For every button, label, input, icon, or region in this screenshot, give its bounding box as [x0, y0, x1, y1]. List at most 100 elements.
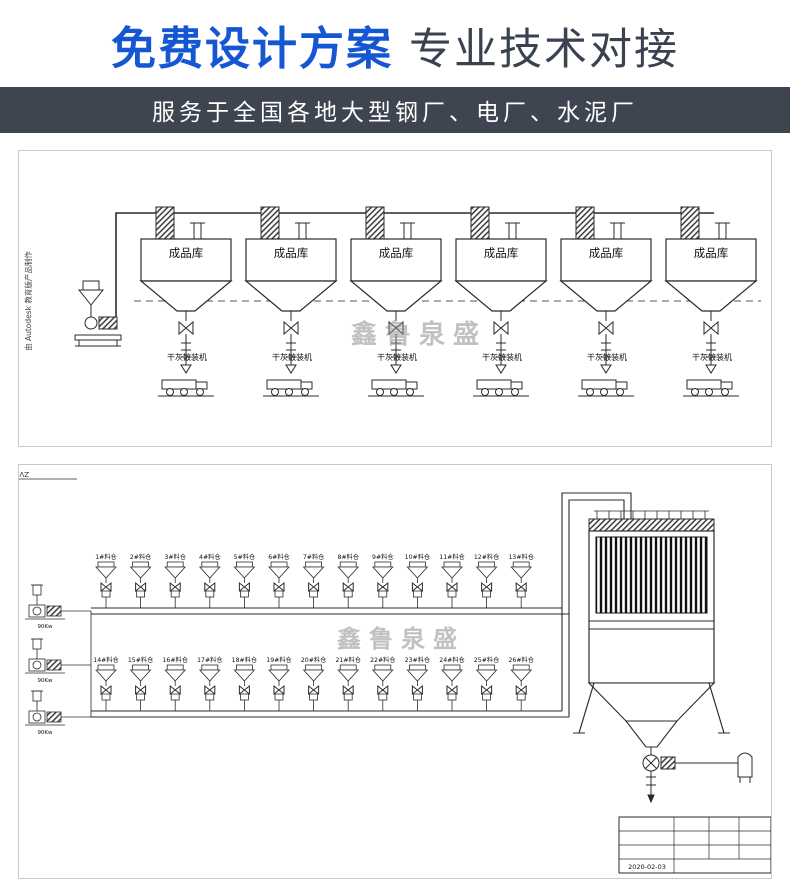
bin-unit: 19#料仓	[266, 656, 292, 711]
title-block: 2020-02-03	[618, 816, 771, 874]
bin-unit: 22#料仓	[370, 656, 396, 711]
bin-unit: 21#料仓	[335, 656, 361, 711]
roots-blower-unit: 90Kw	[25, 690, 91, 736]
bin-label: 7#料仓	[303, 553, 325, 561]
feeding-pump-unit	[74, 280, 122, 347]
silo-label: 成品库	[274, 246, 309, 260]
bin-unit: 20#料仓	[301, 656, 326, 711]
roots-blower-unit: 90Kw	[25, 638, 91, 684]
silo-label: 成品库	[169, 246, 204, 260]
bin-label: 19#料仓	[266, 656, 291, 664]
bin-label: 24#料仓	[439, 656, 464, 664]
silo-label: 成品库	[694, 246, 729, 260]
bin-label: 20#料仓	[301, 656, 326, 664]
truck-icon	[368, 379, 424, 397]
bin-label: 8#料仓	[337, 553, 359, 561]
truck-icon	[263, 379, 319, 397]
bin-unit: 18#料仓	[232, 656, 257, 711]
autodesk-side-text: 由 Autodesk 教育版产品制作	[23, 251, 33, 351]
bin-label: 11#料仓	[439, 553, 464, 561]
loader-label: 干灰散装机	[167, 352, 207, 362]
bin-unit: 7#料仓	[302, 553, 325, 608]
subtitle-banner: 服务于全国各地大型钢厂、电厂、水泥厂	[0, 87, 790, 133]
bin-unit: 25#料仓	[474, 656, 499, 711]
loader-label: 干灰散装机	[587, 352, 627, 362]
bin-label: 5#料仓	[234, 553, 256, 561]
bin-unit: 6#料仓	[268, 553, 290, 608]
roots-blower-unit: 90Kw	[25, 584, 91, 630]
sheet-corner-label: ZV	[19, 470, 29, 478]
bin-unit: 17#料仓	[197, 656, 223, 711]
loader-label: 干灰散装机	[692, 352, 732, 362]
baghouse-dust-collector	[573, 510, 738, 804]
blower-label: 90Kw	[37, 624, 53, 630]
bin-unit: 3#料仓	[164, 553, 187, 608]
silo-label: 成品库	[589, 246, 624, 260]
bin-unit: 16#料仓	[162, 656, 188, 711]
bin-unit: 5#料仓	[233, 553, 256, 608]
bin-label: 23#料仓	[405, 656, 430, 664]
bin-label: 26#料仓	[508, 656, 533, 664]
blower-label: 90Kw	[37, 678, 53, 684]
bin-unit: 23#料仓	[405, 656, 430, 711]
bin-unit: 1#料仓	[95, 553, 117, 608]
subtitle-text: 服务于全国各地大型钢厂、电厂、水泥厂	[152, 100, 638, 126]
bin-unit: 9#料仓	[371, 553, 394, 608]
silo-diagram-frame: 由 Autodesk 教育版产品制作成品库干灰散装机成品库干灰散装机成品库干灰散…	[18, 150, 772, 447]
bin-label: 17#料仓	[197, 656, 222, 664]
bin-unit: 12#料仓	[474, 553, 499, 608]
silo-label: 成品库	[484, 246, 519, 260]
bin-label: 22#料仓	[370, 656, 395, 664]
bin-label: 14#料仓	[93, 656, 118, 664]
loader-label: 干灰散装机	[482, 352, 522, 362]
bin-label: 6#料仓	[268, 553, 290, 561]
silo-label: 成品库	[379, 246, 414, 260]
bin-label: 9#料仓	[372, 553, 394, 561]
bin-label: 21#料仓	[335, 656, 360, 664]
bin-unit: 15#料仓	[128, 656, 153, 711]
bin-label: 25#料仓	[474, 656, 499, 664]
bin-unit: 14#料仓	[93, 656, 119, 711]
bin-unit: 13#料仓	[508, 553, 534, 608]
page-title: 免费设计方案 专业技术对接	[0, 0, 790, 87]
title-block-date: 2020-02-03	[628, 863, 666, 871]
bin-label: 4#料仓	[199, 553, 221, 561]
truck-icon	[578, 379, 634, 397]
bin-unit: 4#料仓	[198, 553, 221, 608]
bin-label: 3#料仓	[164, 553, 186, 561]
truck-icon	[683, 379, 739, 397]
bin-label: 15#料仓	[128, 656, 153, 664]
bin-unit: 8#料仓	[337, 553, 360, 608]
bin-unit: 2#料仓	[129, 553, 152, 608]
dust-collector-diagram-frame: ZV 1#料仓 2#料仓 3#料仓 4#料仓 5#料仓 6#料仓 7#料仓 8#料仓 9#料仓 10…	[18, 464, 772, 879]
watermark-text: 鑫鲁泉盛	[337, 625, 465, 653]
dust-collector-diagram: ZV 1#料仓 2#料仓 3#料仓 4#料仓 5#料仓 6#料仓 7#料仓 8#料仓 9#料仓 10…	[19, 465, 771, 878]
watermark-text: 鑫鲁泉盛	[351, 319, 487, 350]
bin-label: 2#料仓	[130, 553, 152, 561]
side-vessel	[737, 752, 753, 783]
truck-icon	[473, 379, 529, 397]
loader-label: 干灰散装机	[272, 352, 312, 362]
title-highlight: 免费设计方案	[110, 22, 393, 75]
bin-unit: 11#料仓	[439, 553, 465, 608]
loader-label: 干灰散装机	[377, 352, 417, 362]
bin-unit: 24#料仓	[439, 656, 465, 711]
bin-label: 18#料仓	[232, 656, 257, 664]
bin-unit: 10#料仓	[405, 553, 430, 608]
bin-label: 10#料仓	[405, 553, 430, 561]
bin-label: 12#料仓	[474, 553, 499, 561]
truck-icon	[158, 379, 214, 397]
bin-unit: 26#料仓	[508, 656, 534, 711]
bin-label: 1#料仓	[95, 553, 117, 561]
bin-label: 16#料仓	[162, 656, 187, 664]
bin-label: 13#料仓	[508, 553, 533, 561]
title-rest: 专业技术对接	[409, 25, 679, 75]
silo-system-diagram: 由 Autodesk 教育版产品制作成品库干灰散装机成品库干灰散装机成品库干灰散…	[19, 151, 771, 446]
